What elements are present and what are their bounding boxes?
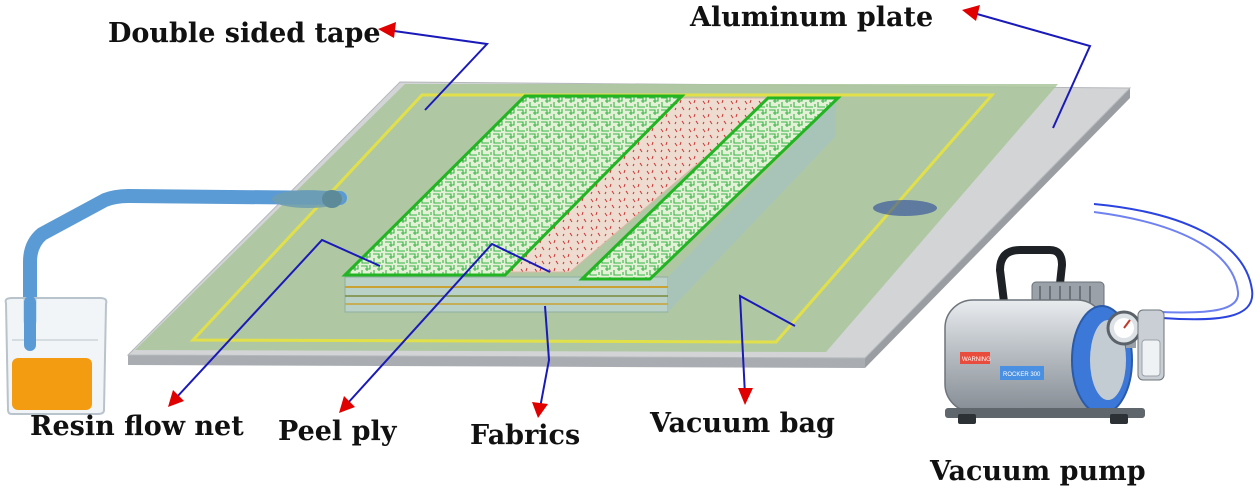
label-vacuum-bag: Vacuum bag [650, 408, 835, 439]
pump-warning-text: WARNING [962, 357, 991, 363]
label-fabrics: Fabrics [470, 420, 581, 451]
label-resin-flow-net: Resin flow net [30, 411, 244, 442]
leader-resin-flow-net [175, 238, 381, 399]
pump-model-text: ROCKER 300 [1003, 372, 1041, 378]
label-vacuum-pump: Vacuum pump [930, 456, 1146, 487]
vacuum-pump [944, 246, 1165, 424]
arrow-peel-ply [339, 396, 355, 413]
leader-lines [175, 11, 1092, 409]
resin-inlet-line [23, 189, 347, 327]
double-sided-tape [189, 93, 996, 344]
arrow-heads [168, 5, 980, 418]
vacuum-outlet-line [864, 200, 1254, 321]
leader-fabrics [539, 305, 551, 409]
resin-flow-net-left [341, 94, 686, 277]
arrow-resin-flow-net [168, 390, 184, 407]
resin-flow-net-right [578, 96, 842, 281]
label-double-sided-tape: Double sided tape [108, 18, 381, 49]
label-peel-ply: Peel ply [278, 416, 397, 447]
leader-double-sided-tape [386, 29, 490, 111]
label-aluminum-plate: Aluminum plate [690, 2, 934, 33]
fabric-stack [344, 100, 836, 313]
arrow-double-sided-tape [378, 22, 396, 38]
arrow-aluminum-plate [962, 5, 980, 21]
leader-peel-ply [346, 242, 551, 405]
resin-beaker [4, 296, 108, 415]
arrow-fabrics [532, 402, 548, 418]
leader-vacuum-bag [738, 294, 796, 396]
leader-aluminum-plate [969, 11, 1092, 129]
arrow-vacuum-bag [738, 388, 753, 405]
